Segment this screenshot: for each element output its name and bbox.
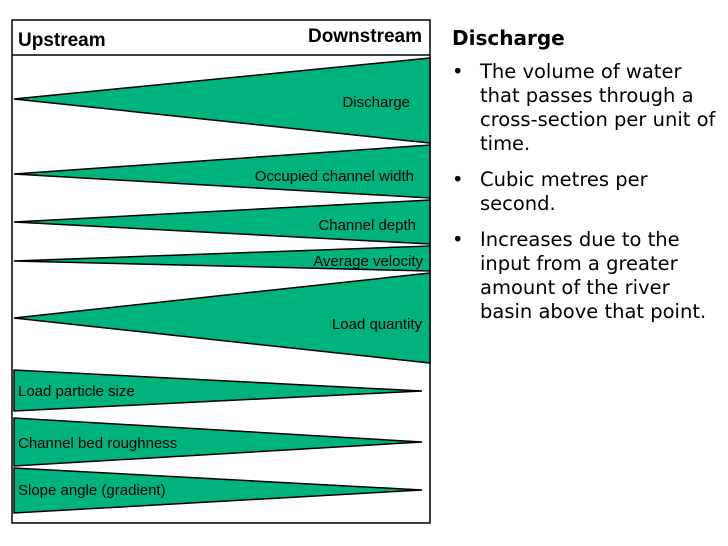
definition-panel: Discharge • The volume of water that pass… — [450, 26, 722, 336]
bullet-item: • Cubic metres per second. — [450, 168, 722, 216]
river-downstream-diagram: Upstream Downstream Discharge Occupied c… — [11, 19, 431, 524]
bullet-item: • The volume of water that passes through… — [450, 60, 722, 156]
header-upstream: Upstream — [18, 30, 106, 51]
wedge-load-particle-size — [13, 369, 423, 412]
label-channel-depth: Channel depth — [318, 217, 416, 234]
wedge-channel-depth — [13, 199, 431, 245]
bullet-item: • Increases due to the input from a great… — [450, 228, 722, 324]
label-occupied-channel-width: Occupied channel width — [255, 168, 414, 185]
wedge-discharge — [13, 57, 431, 144]
wedge-load-quantity — [13, 272, 431, 364]
label-channel-bed-roughness: Channel bed roughness — [18, 435, 177, 452]
panel-title: Discharge — [452, 26, 565, 50]
bullet-icon: • — [452, 60, 464, 83]
bullet-list: • The volume of water that passes through… — [450, 60, 722, 324]
wedge-channel-bed-roughness — [13, 417, 423, 467]
wedge-average-velocity — [13, 245, 431, 272]
wedge-occupied-channel-width — [13, 144, 431, 199]
bullet-icon: • — [452, 228, 464, 251]
bullet-text: The volume of water that passes through … — [480, 60, 716, 155]
bullet-icon: • — [452, 168, 464, 191]
label-load-particle-size: Load particle size — [18, 383, 135, 400]
header-downstream: Downstream — [308, 26, 422, 47]
label-load-quantity: Load quantity — [332, 316, 423, 333]
label-average-velocity: Average velocity — [313, 253, 423, 270]
label-discharge: Discharge — [342, 94, 410, 111]
wedge-slope-angle — [13, 467, 423, 514]
label-slope-angle: Slope angle (gradient) — [18, 482, 166, 499]
bullet-text: Increases due to the input from a greate… — [480, 228, 707, 323]
bullet-text: Cubic metres per second. — [480, 168, 648, 215]
